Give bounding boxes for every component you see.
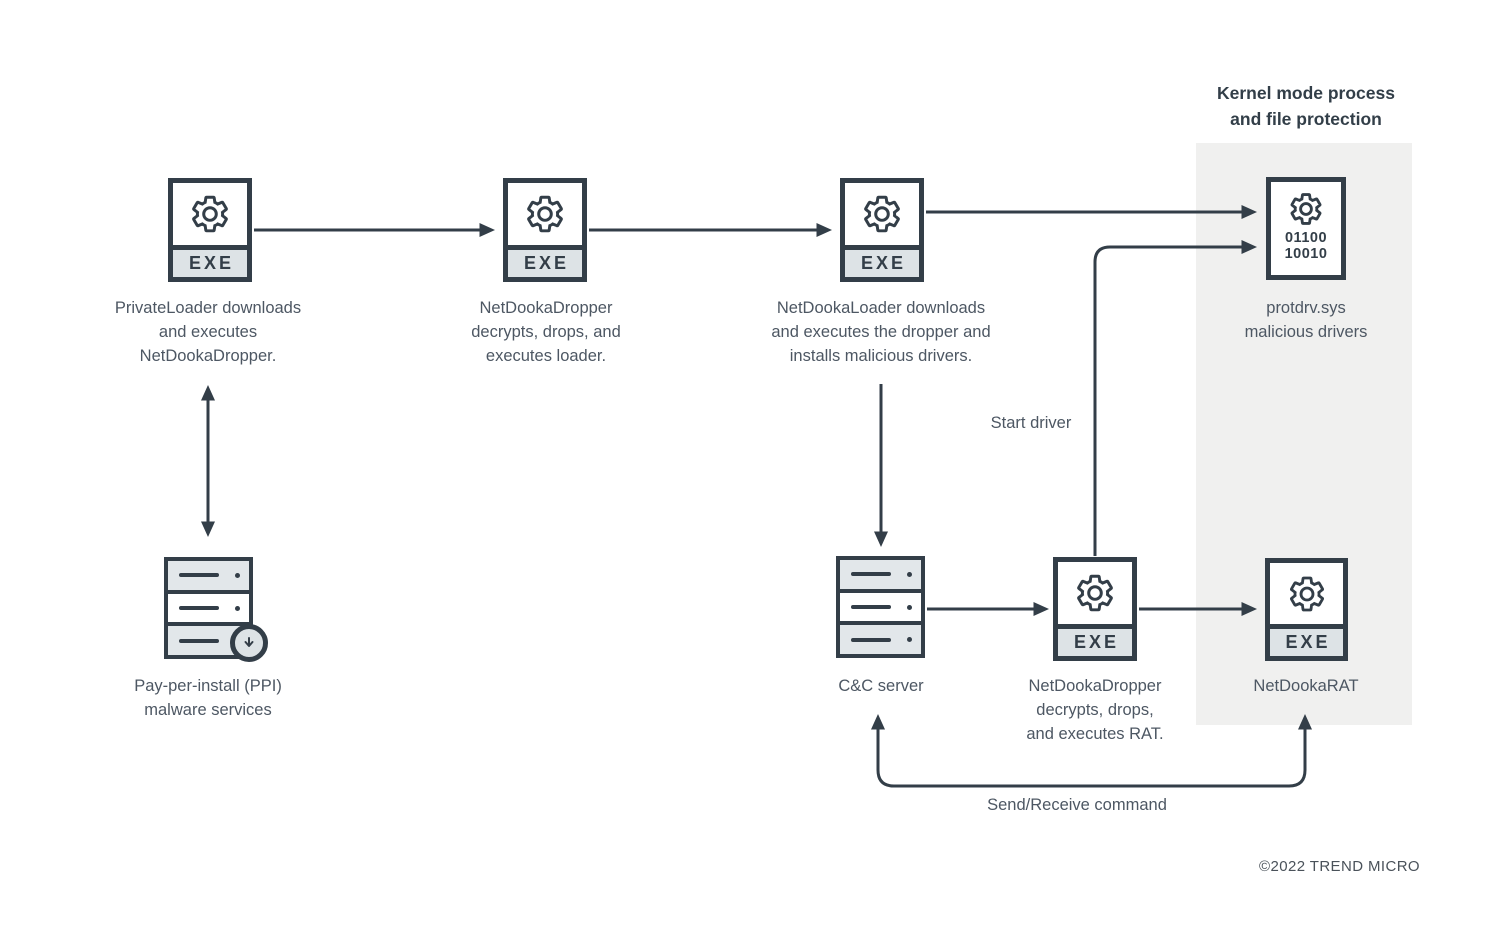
- exe-top-area: [1270, 563, 1343, 624]
- gear-icon: [1289, 576, 1324, 611]
- server-row: [840, 560, 921, 589]
- gear-icon: [527, 195, 563, 233]
- server-led-dot: [235, 605, 240, 611]
- gear-icon: [1290, 193, 1322, 225]
- label-line: and executes: [158, 323, 258, 341]
- label-line: executes loader.: [485, 347, 607, 365]
- label-line: decrypts, drops,: [1036, 701, 1154, 719]
- label-line: malware services: [144, 701, 272, 719]
- server-led-dot: [907, 637, 912, 643]
- server-led-dot: [235, 572, 240, 578]
- label-cc-server: C&C server: [731, 674, 1031, 698]
- server-icon: [164, 557, 253, 659]
- label-dropper1: NetDookaDropper decrypts, drops, and exe…: [396, 296, 696, 368]
- server-slot-line: [179, 573, 219, 578]
- kernel-panel-title: Kernel mode process and file protection: [1166, 80, 1446, 132]
- binary-line1: 01100: [1284, 230, 1328, 246]
- server-slot-line: [851, 572, 891, 577]
- label-line: NetDookaDropper.: [139, 347, 277, 365]
- kernel-panel-title-line1: Kernel mode process: [1217, 83, 1395, 103]
- binary-line2: 10010: [1284, 246, 1328, 262]
- node-ppi-server: [164, 557, 268, 662]
- node-privateloader-exe-icon: EXE: [168, 178, 252, 282]
- label-line: NetDookaDropper: [1028, 677, 1162, 695]
- exe-badge-label: EXE: [1058, 624, 1132, 656]
- label-line: NetDookaDropper: [479, 299, 613, 317]
- node-rat-exe-icon: EXE: [1265, 558, 1348, 661]
- server-row: [168, 593, 249, 623]
- download-badge-icon: [230, 624, 268, 662]
- label-line: C&C server: [838, 677, 924, 695]
- server-row: [840, 625, 921, 655]
- binary-text: 01100 10010: [1271, 230, 1341, 262]
- label-line: decrypts, drops, and: [471, 323, 621, 341]
- label-send-receive-command: Send/Receive command: [987, 796, 1167, 814]
- label-rat: NetDookaRAT: [1156, 674, 1456, 698]
- exe-top-area: [1058, 562, 1132, 624]
- copyright-text: ©2022 TREND MICRO: [1259, 858, 1420, 875]
- exe-badge-label: EXE: [173, 245, 247, 277]
- label-line: malicious drivers: [1244, 323, 1368, 341]
- label-line: installs malicious drivers.: [789, 347, 973, 365]
- exe-badge-label: EXE: [845, 245, 919, 277]
- label-line: PrivateLoader downloads: [114, 299, 302, 317]
- server-slot-line: [179, 638, 219, 643]
- exe-top-area: [508, 183, 582, 245]
- label-protdrv: protdrv.sys malicious drivers: [1156, 296, 1456, 344]
- label-line: protdrv.sys: [1266, 299, 1346, 317]
- download-arrow-icon: [244, 637, 254, 647]
- server-slot-line: [179, 606, 219, 610]
- server-led-dot: [907, 604, 912, 610]
- node-dropper1-exe-icon: EXE: [503, 178, 587, 282]
- exe-top-area: [173, 183, 247, 245]
- label-line: and executes the dropper and: [771, 323, 991, 341]
- gear-icon: [1077, 574, 1113, 612]
- node-loader-exe-icon: EXE: [840, 178, 924, 282]
- node-protdrv-driver-icon: 01100 10010: [1266, 177, 1346, 280]
- label-line: and executes RAT.: [1026, 725, 1164, 743]
- node-cc-server-icon: [836, 556, 925, 658]
- label-start-driver: Start driver: [990, 414, 1072, 432]
- server-slot-line: [851, 637, 891, 642]
- server-led-dot: [907, 571, 912, 577]
- exe-badge-label: EXE: [508, 245, 582, 277]
- label-privateloader: PrivateLoader downloads and executes Net…: [58, 296, 358, 368]
- label-loader: NetDookaLoader downloads and executes th…: [731, 296, 1031, 368]
- gear-icon: [192, 195, 228, 233]
- kernel-panel-title-line2: and file protection: [1230, 109, 1382, 129]
- label-line: NetDookaRAT: [1253, 677, 1359, 695]
- server-row: [168, 561, 249, 590]
- node-dropper2-exe-icon: EXE: [1053, 557, 1137, 661]
- exe-top-area: [845, 183, 919, 245]
- exe-badge-label: EXE: [1270, 624, 1343, 656]
- gear-icon: [864, 195, 900, 233]
- label-line: NetDookaLoader downloads: [776, 299, 986, 317]
- label-ppi: Pay-per-install (PPI) malware services: [58, 674, 358, 722]
- label-line: Pay-per-install (PPI): [134, 677, 282, 695]
- server-row: [840, 592, 921, 622]
- server-slot-line: [851, 605, 891, 609]
